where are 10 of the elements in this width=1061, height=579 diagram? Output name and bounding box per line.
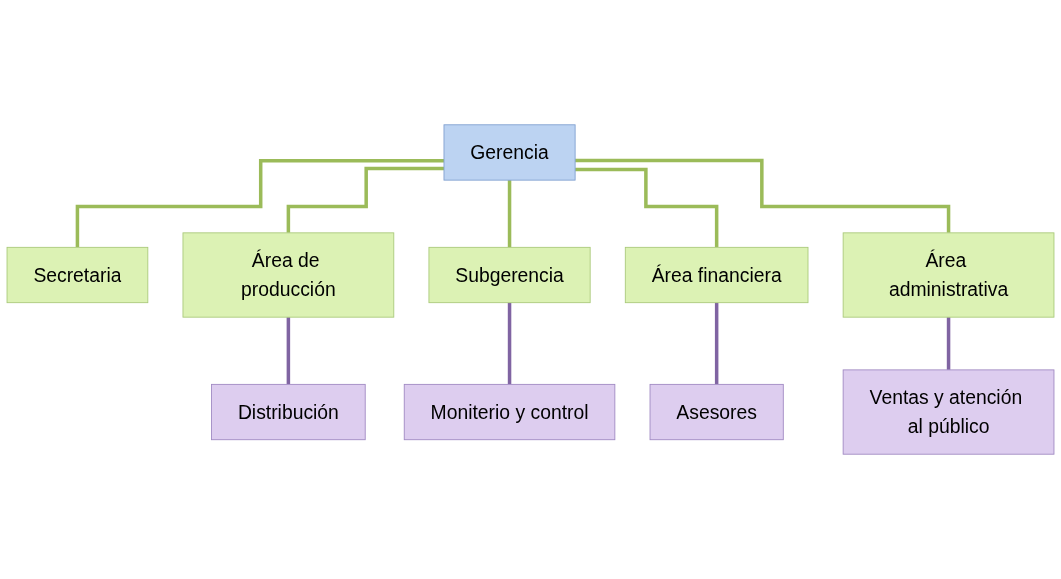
node-box: Área financiera [624, 246, 809, 304]
node-box: Ventas y atención al público [842, 369, 1055, 455]
node-box: Secretaria [6, 246, 149, 304]
node-box: Moniterio y control [403, 383, 616, 441]
node-box: Asesores [649, 383, 784, 441]
node-box: Gerencia [443, 124, 576, 181]
node-box: Área administrativa [842, 232, 1055, 318]
node-box: Área de producción [182, 232, 395, 318]
node-box: Distribución [211, 383, 366, 441]
node-box: Subgerencia [428, 246, 591, 304]
